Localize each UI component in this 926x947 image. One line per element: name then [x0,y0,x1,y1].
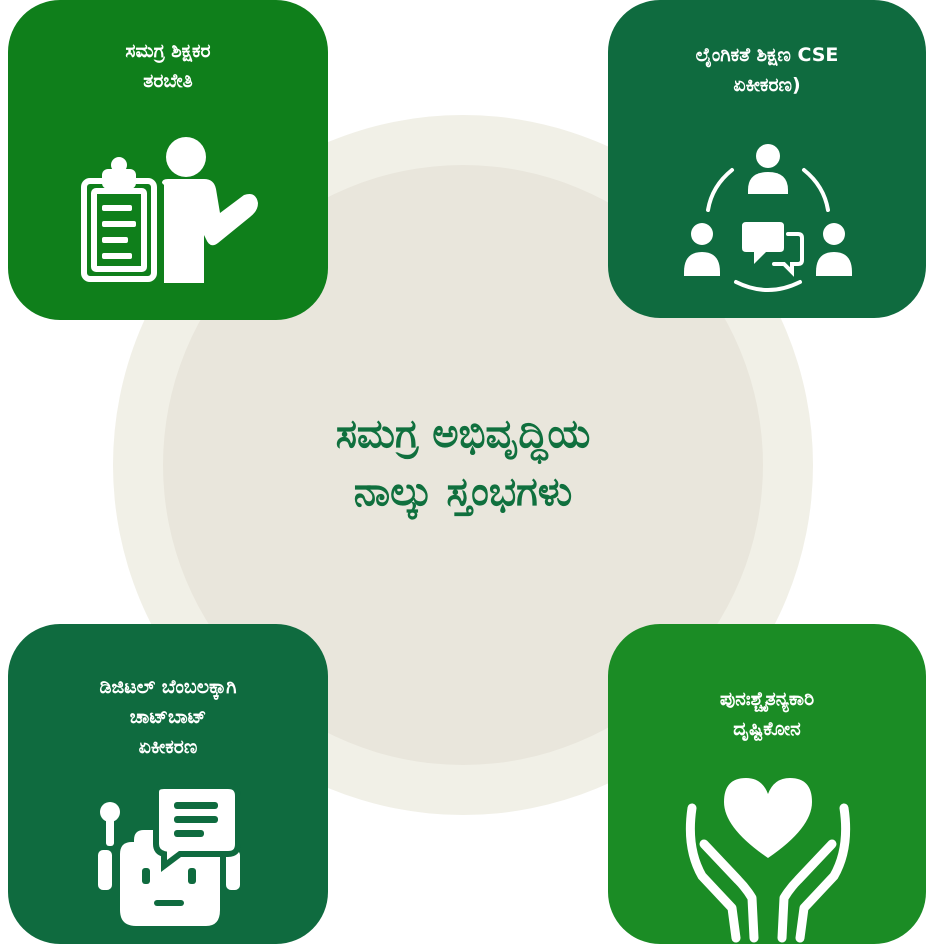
center-title: ಸಮಗ್ರ ಅಭಿವೃದ್ಧಿಯ ನಾಲ್ಕು ಸ್ತಂಭಗಳು [213,405,713,521]
group-discussion-icon [684,144,852,292]
card-teacher-training-line2: ತರಬೇತಿ [143,70,193,92]
card-sexuality-education-line1: ಲೈಂಗಿಕತೆ ಶಿಕ್ಷಣ CSE [695,44,839,66]
card-chatbot-integration-line3: ಏಕೀಕರಣ [138,736,198,758]
hands-heart-icon [685,778,851,943]
center-title-line2: ನಾಲ್ಕು ಸ್ತಂಭಗಳು [353,469,573,515]
card-chatbot-integration-line2: ಚಾಟ್‌ಬಾಟ್ [129,706,207,728]
center-title-line1: ಸಮಗ್ರ ಅಭಿವೃದ್ಧಿಯ [335,411,591,457]
card-restorative-approach-line1: ಪುನಃಶ್ಚೈತನ್ಯಕಾರಿ [719,688,815,710]
card-chatbot-integration: ಡಿಜಿಟಲ್ ಬೆಂಬಲಕ್ಕಾಗಿ ಚಾಟ್‌ಬಾಟ್ ಏಕೀಕರಣ [8,624,328,944]
card-restorative-approach: ಪುನಃಶ್ಚೈತನ್ಯಕಾರಿ ದೃಷ್ಟಿಕೋನ [608,624,926,944]
card-restorative-approach-line2: ದೃಷ್ಟಿಕೋನ [733,718,801,740]
card-sexuality-education-title: ಲೈಂಗಿಕತೆ ಶಿಕ್ಷಣ CSE ಏಕೀಕರಣ) [618,40,916,100]
teacher-clipboard-icon [81,137,258,283]
card-teacher-training-title: ಸಮಗ್ರ ಶಿಕ್ಷಕರ ತರಬೇತಿ [18,36,318,96]
card-sexuality-education: ಲೈಂಗಿಕತೆ ಶಿಕ್ಷಣ CSE ಏಕೀಕರಣ) [608,0,926,318]
card-restorative-approach-title: ಪುನಃಶ್ಚೈತನ್ಯಕಾರಿ ದೃಷ್ಟಿಕೋನ [618,684,916,744]
card-chatbot-integration-title: ಡಿಜಿಟಲ್ ಬೆಂಬಲಕ್ಕಾಗಿ ಚಾಟ್‌ಬಾಟ್ ಏಕೀಕರಣ [18,672,318,762]
chatbot-icon [98,784,241,926]
card-sexuality-education-line2: ಏಕೀಕರಣ) [733,74,801,96]
card-teacher-training: ಸಮಗ್ರ ಶಿಕ್ಷಕರ ತರಬೇತಿ [8,0,328,320]
card-chatbot-integration-line1: ಡಿಜಿಟಲ್ ಬೆಂಬಲಕ್ಕಾಗಿ [99,676,237,698]
card-teacher-training-line1: ಸಮಗ್ರ ಶಿಕ್ಷಕರ [125,40,211,62]
